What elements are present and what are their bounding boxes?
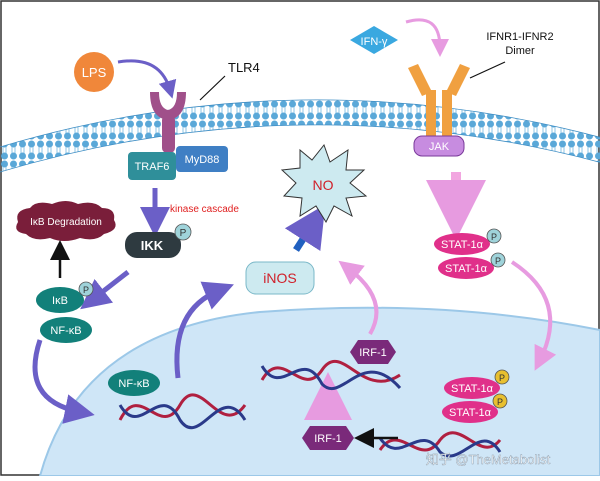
inos-to-no-arrow (284, 204, 326, 252)
nfkb-translocation-arrow (32, 339, 95, 424)
ikk-label: IKK (141, 238, 164, 253)
receptor-pointer (469, 61, 506, 79)
inos-transcription-arrow (174, 281, 234, 379)
watermark: 知乎 @TheMetabolist (426, 452, 551, 467)
stat-label-1: STAT-1α (441, 239, 484, 251)
dna-middle (260, 359, 402, 391)
receptor-label-line1: IFNR1-IFNR2 (486, 31, 553, 43)
svg-text:P: P (497, 397, 503, 407)
tlr4-label: TLR4 (228, 60, 260, 75)
ikb-label: IκB (52, 295, 68, 307)
irf1-bound: IRF-1 (350, 340, 396, 364)
kinase-cascade-label: kinase cascade (170, 204, 239, 215)
ifn-label: IFN-γ (361, 36, 388, 48)
ikb-degradation-label: IκB Degradation (30, 217, 102, 228)
svg-text:P: P (491, 232, 497, 242)
inos-label: iNOS (263, 270, 296, 286)
stat-label-4: STAT-1α (449, 407, 492, 419)
ikb-degradation-blob: IκB Degradation (16, 201, 116, 241)
traf6-box: TRAF6 (128, 152, 176, 180)
myd88-label: MyD88 (185, 154, 220, 166)
svg-text:P: P (495, 256, 501, 266)
traf6-label: TRAF6 (135, 161, 170, 173)
stat-translocation-arrow (510, 260, 557, 371)
receptor-label-line2: Dimer (505, 45, 535, 57)
ikb-nfkb-complex: IκB P NF-κB (36, 281, 94, 343)
dna-left (118, 393, 247, 430)
ifn-gamma: IFN-γ (350, 26, 398, 54)
stat-dimer-nucleus: STAT-1α P STAT-1α P (442, 369, 510, 423)
tlr4-receptor (150, 92, 186, 153)
nfkb-nuclear: NF-κB (108, 370, 160, 396)
ikk-to-complex-arrow (80, 270, 130, 310)
irf1-free-label: IRF-1 (314, 433, 342, 445)
myd88-box: MyD88 (176, 146, 228, 172)
irf1-bound-label: IRF-1 (359, 347, 387, 359)
no-burst: NO (280, 143, 368, 224)
tlr4-pointer (199, 75, 226, 101)
lps-label: LPS (82, 65, 107, 80)
stat-label-2: STAT-1α (445, 263, 488, 275)
nfkb-label: NF-κB (50, 325, 81, 337)
inos-box: iNOS (245, 261, 315, 295)
svg-text:P: P (83, 285, 89, 295)
no-label: NO (313, 177, 334, 193)
lps-molecule: LPS (74, 52, 114, 92)
ikk-phospho: P (174, 223, 192, 241)
svg-text:P: P (180, 228, 187, 239)
svg-text:P: P (499, 373, 505, 383)
stat-label-3: STAT-1α (451, 383, 494, 395)
ifn-binding-arrow (405, 18, 449, 57)
irf1-free: IRF-1 (302, 426, 354, 450)
jak-box: JAK (413, 135, 465, 157)
dna-right (378, 431, 502, 458)
stat-dimer-cytoplasm: STAT-1α P STAT-1α P (434, 228, 506, 279)
ikb-phospho (78, 281, 94, 297)
lps-binding-arrow (117, 59, 177, 99)
ikk-box: IKK (125, 232, 181, 258)
nfkb-nuclear-label: NF-κB (118, 378, 149, 390)
ifnr-receptor (408, 64, 470, 138)
jak-label: JAK (429, 141, 450, 153)
irf1-to-inos-arrow (338, 260, 379, 336)
